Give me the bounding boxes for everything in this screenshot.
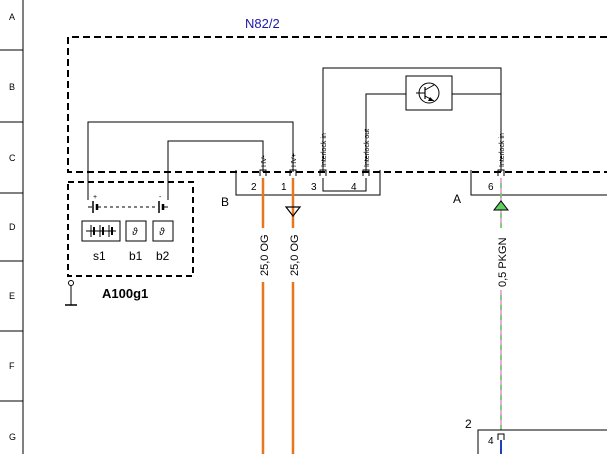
part-label-s1: s1 [93, 249, 106, 263]
temp-sensor-b1: ϑ [125, 220, 147, 242]
wire-label-interlock: 0,5 PKGN [497, 237, 509, 287]
pin-signal-interlock-in-a: Interlock in [499, 133, 506, 167]
component-a100g1: + - ϑ ϑ s1 b1 b2 A100g1 [67, 181, 194, 301]
transistor-icon [405, 75, 453, 111]
component-title: A100g1 [102, 286, 148, 301]
row-label-f: F [9, 361, 15, 371]
lower-connector-2: 2 4 [465, 417, 607, 454]
wire-label-hv-plus: 25,0 OG [289, 234, 301, 276]
battery-minus-sign: - [159, 194, 162, 201]
row-label-a: A [9, 12, 15, 22]
row-label-d: D [9, 222, 16, 232]
row-label-e: E [9, 291, 15, 301]
connector-b-label: B [221, 195, 229, 209]
module-n82-2-boundary: N82/2 [67, 16, 607, 173]
part-label-b2: b2 [156, 249, 170, 263]
row-label-b: B [9, 82, 15, 92]
temp-sensor-b2: ϑ [152, 220, 174, 242]
pin-signal-hv-plus: HV+ [291, 153, 298, 167]
connector-a: A 6 [453, 142, 607, 206]
hv-internal-lines [87, 121, 294, 200]
connector-b-pin-3: 3 [311, 182, 317, 193]
wire-hv-minus: 25,0 OG [259, 178, 271, 454]
shield-triangle-up-icon [492, 200, 510, 211]
pin-signal-interlock-in-b: Interlock in [321, 133, 328, 167]
row-label-c: C [9, 153, 16, 163]
battery-plus-sign: + [93, 194, 97, 201]
shield-triangle-icon [284, 206, 302, 217]
connector-a-label: A [453, 192, 461, 206]
part-label-b1: b1 [129, 249, 143, 263]
row-label-g: G [9, 432, 16, 442]
lower-connector-pin-4: 4 [488, 436, 494, 447]
battery-symbol: + - [88, 194, 168, 213]
wire-label-hv-minus: 25,0 OG [259, 234, 271, 276]
theta-icon-b2: ϑ [159, 227, 165, 238]
wire-hv-plus: 25,0 OG [284, 178, 302, 454]
connector-b-pin-4: 4 [351, 182, 357, 193]
pin-signal-hv-minus: HV- [261, 155, 268, 167]
battery-cells-s1 [81, 220, 121, 242]
connector-a-pin-6: 6 [488, 182, 494, 193]
connector-b-pin-2: 2 [251, 182, 257, 193]
ground-icon [65, 280, 77, 306]
wire-interlock: 0,5 PKGN [492, 178, 510, 430]
sheet-title: N82/2 [245, 16, 280, 31]
connector-b-pin-1: 1 [281, 182, 287, 193]
lower-connector-label: 2 [465, 417, 472, 431]
row-ruler: A B C D E F G [0, 0, 24, 454]
interlock-loop [322, 67, 502, 142]
connector-b: B 2 1 3 4 [221, 142, 381, 209]
pin-signal-labels: HV- HV+ Interlock in Interlock out Inter… [261, 129, 506, 167]
pin-signal-interlock-out-b: Interlock out [364, 129, 371, 167]
theta-icon-b1: ϑ [132, 227, 138, 238]
